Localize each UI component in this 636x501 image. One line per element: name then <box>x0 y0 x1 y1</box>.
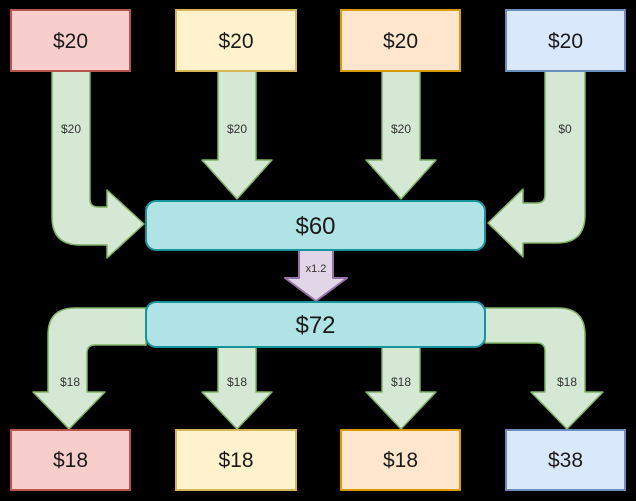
sink-box-3 <box>340 429 461 491</box>
outflow-arrow-1 <box>32 307 147 430</box>
sink-box-3-label: $18 <box>383 449 418 472</box>
source-box-2-label: $20 <box>218 30 253 53</box>
sink-box-2-label: $18 <box>218 449 253 472</box>
multiplier-label: x1.2 <box>306 263 327 275</box>
outflow-amount-label-2: $18 <box>227 375 247 389</box>
outflow-arrow-3 <box>365 346 437 430</box>
inflow-arrow-2 <box>201 70 273 200</box>
inflow-arrow-1 <box>51 70 145 259</box>
source-box-3-label: $20 <box>383 30 418 53</box>
source-box-2 <box>175 9 297 72</box>
inflow-amount-label-4: $0 <box>558 122 572 136</box>
inflow-amount-label-3: $20 <box>391 122 411 136</box>
outflow-arrow-2 <box>201 346 273 430</box>
sink-box-1 <box>10 429 131 491</box>
sink-box-2 <box>175 429 297 491</box>
inflow-amount-label-2: $20 <box>227 122 247 136</box>
source-box-4-label: $20 <box>548 30 583 53</box>
result-box-72-label: $72 <box>295 312 335 339</box>
outflow-amount-label-3: $18 <box>391 375 411 389</box>
source-box-3 <box>340 9 461 72</box>
outflow-arrow-4 <box>484 307 604 430</box>
sink-box-4 <box>505 429 626 491</box>
outflow-amount-label-4: $18 <box>557 375 577 389</box>
sink-box-1-label: $18 <box>53 449 88 472</box>
result-box-72 <box>145 301 486 348</box>
source-box-4 <box>505 9 626 72</box>
sink-box-4-label: $38 <box>548 449 583 472</box>
inflow-arrow-3 <box>365 70 437 200</box>
outflow-amount-label-1: $18 <box>60 375 80 389</box>
source-box-1 <box>10 9 131 72</box>
pool-box-60 <box>145 200 486 251</box>
source-box-1-label: $20 <box>53 30 88 53</box>
inflow-amount-label-1: $20 <box>61 122 81 136</box>
multiplier-arrow <box>284 249 348 302</box>
pool-box-60-label: $60 <box>295 213 335 240</box>
inflow-arrow-4 <box>487 70 586 258</box>
